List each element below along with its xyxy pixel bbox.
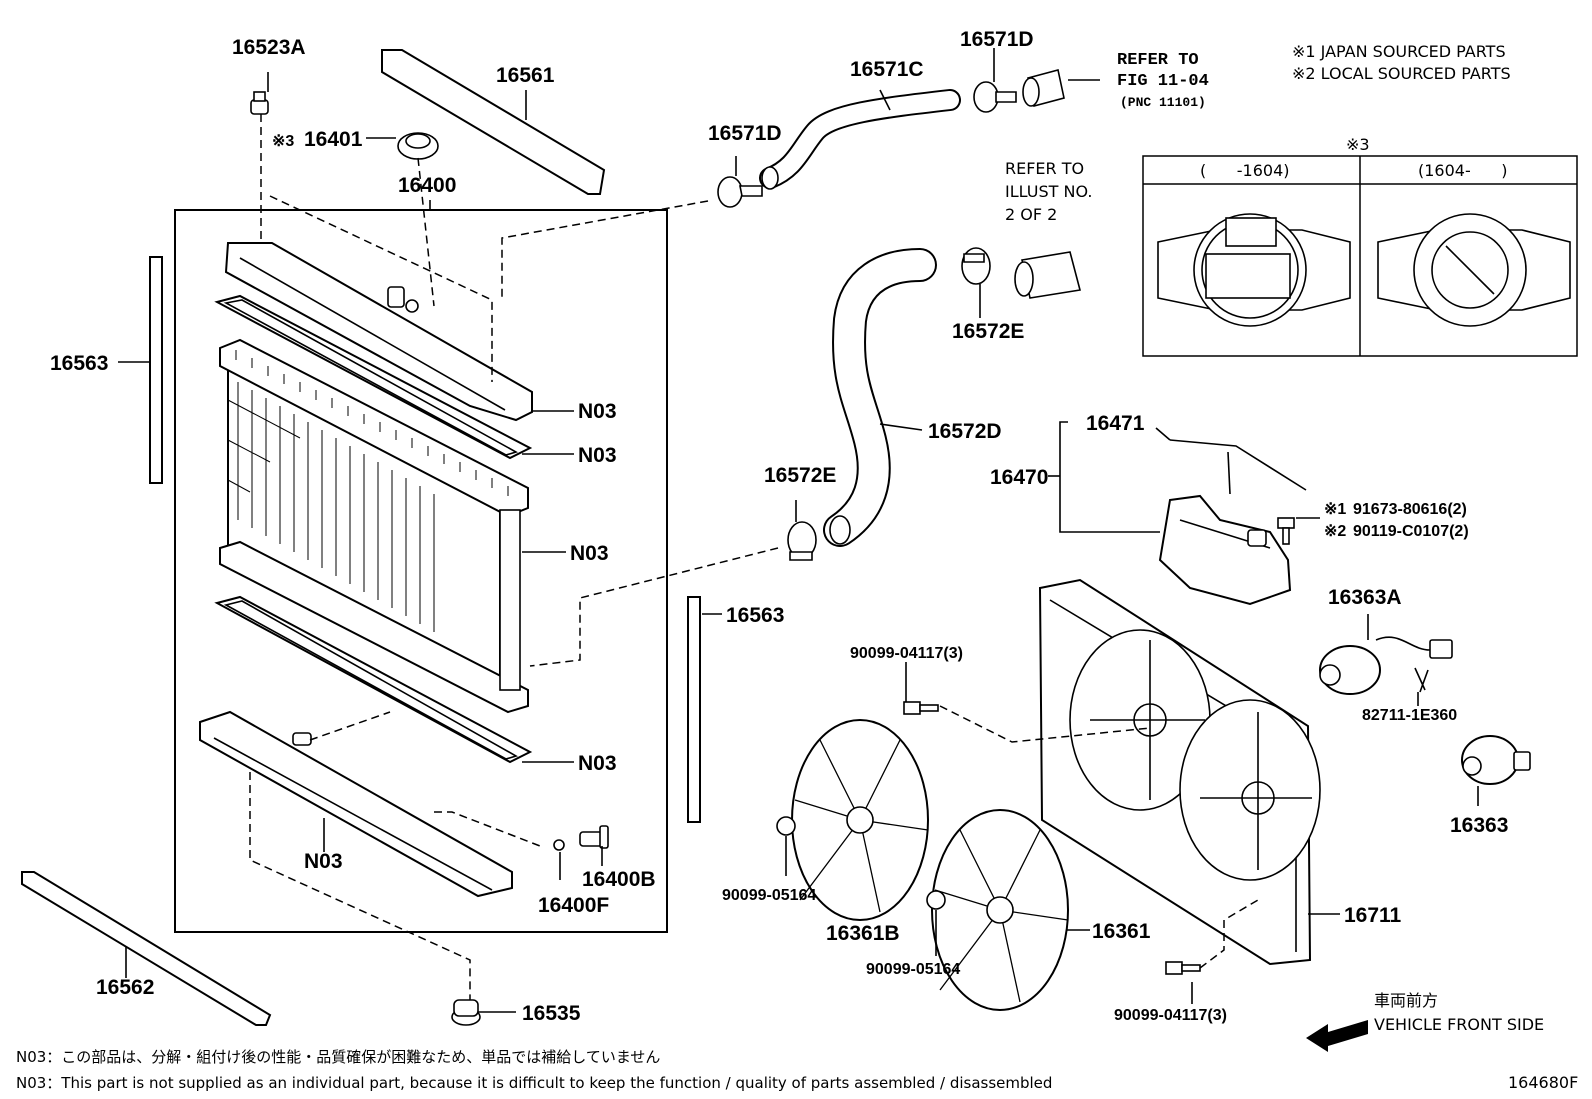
label-bolt1-mark: ※1 [1324,501,1346,518]
bolt-90099-04117-top [903,701,939,715]
bolt-90099-04117-bottom [1165,961,1201,975]
label-16572D: 16572D [928,420,1002,443]
cap-table [1142,155,1578,357]
label-16363: 16363 [1450,814,1508,837]
upper-gasket [214,294,533,460]
legend-note1: ※1 JAPAN SOURCED PARTS [1292,42,1506,61]
label-16401-mark: ※3 [272,133,294,150]
cap-table-mark: ※3 [1346,135,1370,154]
reservoir-tank-16470 [1158,494,1292,606]
label-16361B: 16361B [826,922,900,945]
pipe-fig-11-04 [1022,69,1065,107]
label-n03-2: N03 [578,444,617,467]
label-90099-05164-mid: 90099-05164 [866,961,960,978]
clamp-16572E-mid [787,521,817,561]
clamp-16572E-top [961,247,991,285]
label-16401: 16401 [304,128,363,151]
drain-cock-16400B [579,825,609,849]
label-16711: 16711 [1344,904,1402,927]
direction-en: VEHICLE FRONT SIDE [1374,1015,1544,1034]
fan-shroud-16711 [1038,578,1321,966]
label-16572E-top: 16572E [952,320,1024,343]
label-n03-1: N03 [578,400,617,423]
direction-jp: 車両前方 [1374,991,1438,1010]
ref-fig-line1: REFER TO [1117,51,1199,70]
label-82711-1E360: 82711-1E360 [1362,707,1457,724]
ref-illust-line2: ILLUST NO. [1005,182,1092,201]
label-16400B: 16400B [582,868,656,891]
clip-82711-1E360 [1414,667,1429,693]
label-n03-5: N03 [304,850,343,873]
clamp-16571D-top [973,81,1017,113]
fan-motor-16363 [1461,735,1531,785]
label-90099-04117-bottom: 90099-04117(3) [1114,1007,1227,1024]
label-n03-3: N03 [570,542,609,565]
label-16400F: 16400F [538,894,609,917]
label-16523A: 16523A [232,36,306,59]
label-bolt2-mark: ※2 [1324,523,1346,540]
clamp-16571D-left [717,176,763,208]
label-16562: 16562 [96,976,154,999]
cap-table-col2: (1604- ) [1418,161,1508,180]
footer-note-jp: N03：この部品は、分解・組付け後の性能・品質確保が困難なため、単品では補給して… [16,1048,660,1066]
radiator-core [219,338,529,714]
label-16571D-left: 16571D [708,122,782,145]
label-16561: 16561 [496,64,555,87]
seal-16563-right [687,596,701,823]
footer-note-en: N03：This part is not supplied as an indi… [16,1074,1052,1092]
label-16563-right: 16563 [726,604,784,627]
label-90099-05164-left: 90099-05164 [722,887,816,904]
label-16361: 16361 [1092,920,1151,943]
cushion-16535 [451,999,481,1026]
label-16572E-mid: 16572E [764,464,836,487]
ref-fig-line2: FIG 11-04 [1117,72,1209,91]
ref-illust-line3: 2 OF 2 [1005,205,1057,224]
ref-fig-line3: (PNC 11101) [1120,95,1206,110]
figure-number: 164680F [1508,1073,1578,1092]
lower-tank [199,710,513,898]
label-n03-4: N03 [578,752,617,775]
nut-90099-05164-mid [926,890,946,910]
label-16535: 16535 [522,1002,581,1025]
seal-16563-left [149,256,163,484]
cap-table-col1: ( -1604) [1200,161,1290,180]
vehicle-front-arrow [1306,1020,1368,1052]
reservoir-hose-16471 [1169,439,1307,491]
label-16400: 16400 [398,174,456,197]
bolt-91673 [1277,517,1295,545]
label-bolt1: 91673-80616(2) [1353,501,1467,518]
legend-note2: ※2 LOCAL SOURCED PARTS [1292,64,1511,83]
label-16470: 16470 [990,466,1048,489]
label-16563-left: 16563 [50,352,108,375]
label-16571C: 16571C [850,58,924,81]
label-16363A: 16363A [1328,586,1402,609]
label-16471: 16471 [1086,412,1145,435]
fan-16361B [791,719,929,921]
ref-illust-line1: REFER TO [1005,159,1084,178]
radiator-assembly-frame [174,209,668,933]
label-16571D-top: 16571D [960,28,1034,51]
seal-16561 [381,49,606,195]
label-bolt2: 90119-C0107(2) [1353,523,1469,540]
fan-16361 [931,809,1069,1011]
lower-gasket [214,595,533,764]
plug-16523A [250,91,269,115]
seal-16562 [21,871,272,1026]
nut-90099-05164-left [776,816,796,836]
radiator-cap-16401 [397,132,439,160]
fan-motor-16363A [1319,636,1453,695]
water-outlet [1014,251,1081,299]
upper-tank [224,242,533,422]
label-90099-04117-top: 90099-04117(3) [850,645,963,662]
o-ring-16400F [553,839,565,851]
leader-lines [118,48,1479,1013]
connector-lines [249,114,1259,1000]
